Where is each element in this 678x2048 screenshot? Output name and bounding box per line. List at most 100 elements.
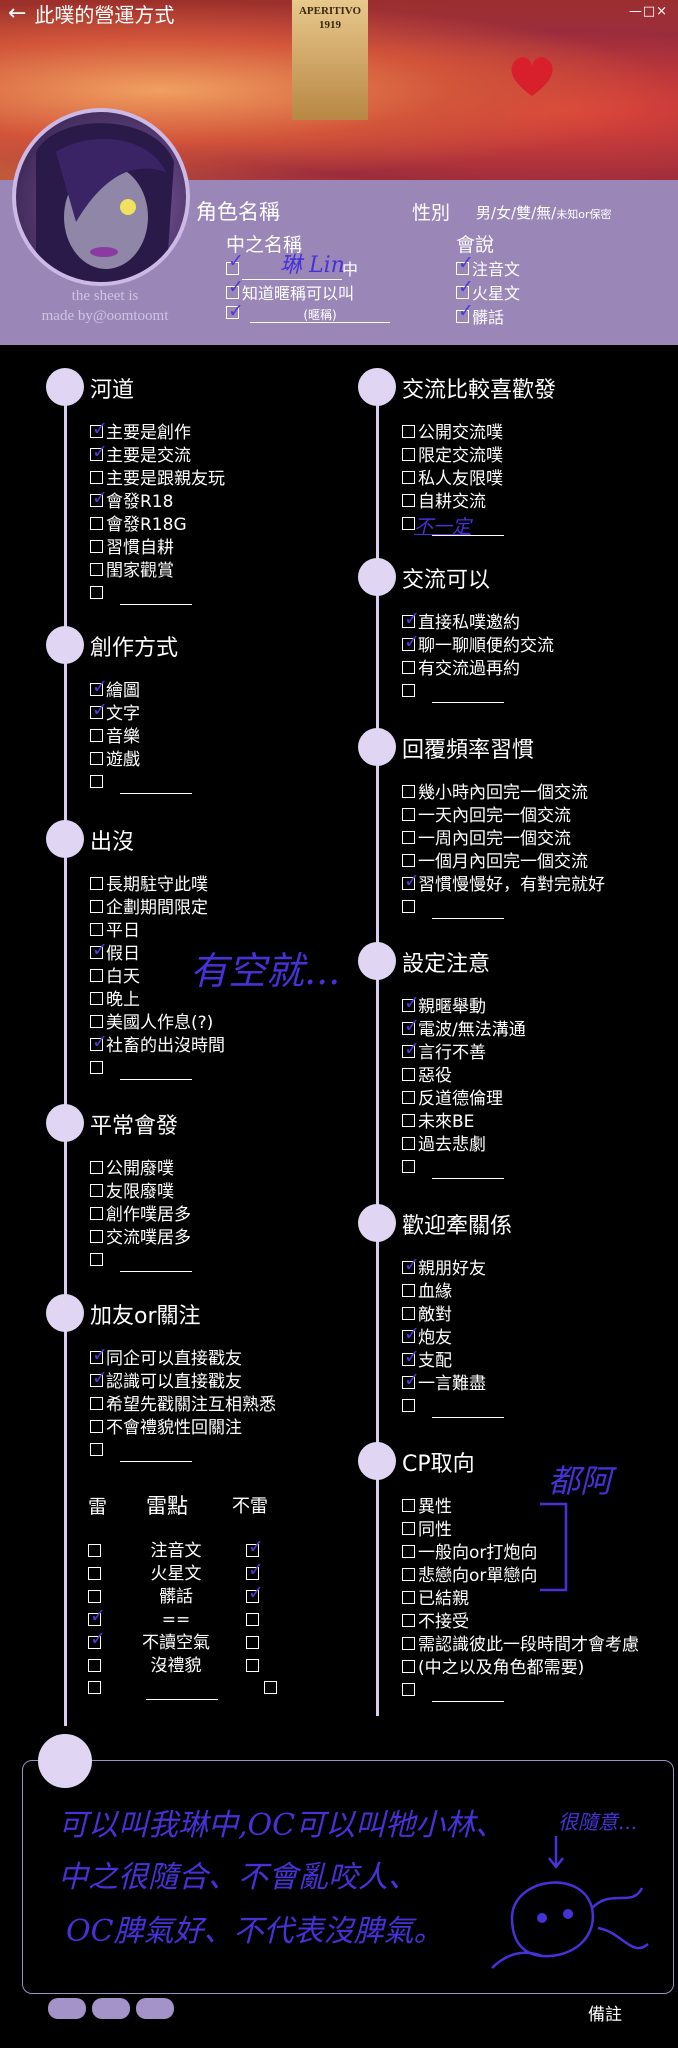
checkbox[interactable] — [90, 1060, 103, 1074]
checkbox[interactable] — [90, 1442, 103, 1456]
checklist-blank-item[interactable] — [402, 681, 504, 703]
blank-line[interactable] — [432, 521, 504, 536]
checklist-item[interactable]: 一周內回完一個交流 — [402, 828, 571, 850]
checkbox[interactable] — [402, 1521, 415, 1535]
checklist-item[interactable]: 會發R18 — [90, 491, 173, 513]
checkbox[interactable] — [402, 1567, 415, 1581]
checklist-item[interactable]: 親暱舉動 — [402, 996, 486, 1018]
blank-line[interactable] — [432, 1164, 504, 1179]
checkbox[interactable] — [402, 1067, 415, 1081]
checklist-item[interactable]: 幾小時內回完一個交流 — [402, 782, 588, 804]
checkbox[interactable] — [90, 751, 103, 765]
checkbox[interactable] — [90, 1160, 103, 1174]
checkbox[interactable] — [90, 1252, 103, 1266]
checklist-item[interactable]: 不接受 — [402, 1611, 469, 1633]
checklist-item[interactable]: 聊一聊順便約交流 — [402, 635, 554, 657]
checklist-item[interactable]: 晚上 — [90, 989, 140, 1011]
checkbox[interactable] — [402, 1021, 415, 1035]
checklist-item[interactable]: 直接私噗邀約 — [402, 612, 520, 634]
checklist-item[interactable]: 習慣自耕 — [90, 537, 174, 559]
checkbox[interactable] — [402, 470, 415, 484]
checkbox[interactable] — [90, 1396, 103, 1410]
checklist-item[interactable]: 創作噗居多 — [90, 1204, 191, 1226]
checkbox[interactable] — [90, 945, 103, 959]
checklist-item[interactable]: 主要是創作 — [90, 422, 191, 444]
checkbox[interactable] — [402, 424, 415, 438]
checkbox[interactable] — [90, 1014, 103, 1028]
checkbox[interactable] — [90, 1229, 103, 1243]
checkbox[interactable] — [402, 614, 415, 628]
checkbox[interactable] — [402, 998, 415, 1012]
mine-checkbox-left[interactable] — [88, 1567, 101, 1580]
mine-checkbox-left[interactable] — [88, 1636, 101, 1649]
checkbox[interactable] — [90, 1183, 103, 1197]
mine-checkbox-right[interactable] — [246, 1567, 259, 1580]
checkbox[interactable] — [90, 899, 103, 913]
mine-checkbox-right[interactable] — [246, 1636, 259, 1649]
checklist-item[interactable]: 會發R18G — [90, 514, 187, 536]
checkbox[interactable] — [90, 424, 103, 438]
checkbox[interactable] — [402, 1352, 415, 1366]
checklist-item[interactable]: 長期駐守此噗 — [90, 874, 208, 896]
checkbox[interactable] — [402, 1544, 415, 1558]
checkbox[interactable] — [402, 1398, 415, 1412]
checkbox[interactable] — [402, 1682, 415, 1696]
checkbox[interactable] — [90, 1373, 103, 1387]
checklist-item[interactable]: 炮友 — [402, 1327, 452, 1349]
checkbox[interactable] — [90, 1419, 103, 1433]
blank-line[interactable] — [432, 1687, 504, 1702]
checkbox[interactable] — [402, 830, 415, 844]
checklist-item[interactable]: 同企可以直接戳友 — [90, 1348, 242, 1370]
mine-checkbox-left[interactable] — [88, 1544, 101, 1557]
checklist-blank-item[interactable] — [90, 1058, 192, 1080]
checkbox[interactable] — [90, 1350, 103, 1364]
checkbox[interactable] — [402, 899, 415, 913]
mine-checkbox-left[interactable] — [88, 1613, 101, 1626]
checklist-item[interactable]: 同性 — [402, 1519, 452, 1541]
blank-line[interactable] — [120, 779, 192, 794]
blank-line[interactable] — [432, 1403, 504, 1418]
checklist-item[interactable]: 認識可以直接戳友 — [90, 1371, 242, 1393]
blank-line[interactable] — [432, 688, 504, 703]
speaks-option-1[interactable]: 注音文 — [456, 256, 520, 280]
blank-line[interactable] — [146, 1685, 218, 1700]
checkbox[interactable] — [90, 876, 103, 890]
checklist-item[interactable]: 血緣 — [402, 1281, 452, 1303]
checkbox[interactable] — [402, 853, 415, 867]
checklist-blank-item[interactable] — [402, 897, 504, 919]
mine-checkbox-right[interactable] — [246, 1659, 259, 1672]
checklist-item[interactable]: 公開廢噗 — [90, 1158, 174, 1180]
checklist-item[interactable]: 私人友限噗 — [402, 468, 503, 490]
back-arrow-icon[interactable]: ← — [8, 0, 27, 26]
checklist-item[interactable]: 音樂 — [90, 726, 140, 748]
checkbox[interactable] — [402, 1636, 415, 1650]
speaks-option-2[interactable]: 火星文 — [456, 280, 520, 304]
checklist-item[interactable]: 友限廢噗 — [90, 1181, 174, 1203]
checklist-item[interactable]: 已結親 — [402, 1588, 469, 1610]
checkbox[interactable] — [226, 306, 239, 319]
checklist-blank-item[interactable] — [402, 1680, 504, 1702]
checkbox[interactable] — [456, 286, 469, 299]
blank-line[interactable] — [120, 1065, 192, 1080]
checklist-item[interactable]: 文字 — [90, 703, 140, 725]
checklist-blank-item[interactable] — [90, 1440, 192, 1462]
blank-line[interactable] — [120, 1447, 192, 1462]
checkbox[interactable] — [90, 562, 103, 576]
checkbox[interactable] — [402, 807, 415, 821]
checkbox[interactable] — [90, 493, 103, 507]
checkbox[interactable] — [402, 1159, 415, 1173]
checklist-item[interactable]: 敵對 — [402, 1304, 452, 1326]
checklist-item[interactable]: 主要是跟親友玩 — [90, 468, 225, 490]
mines-blank-row[interactable] — [88, 1678, 280, 1700]
checklist-blank-item[interactable] — [402, 1396, 504, 1418]
checkbox[interactable] — [226, 262, 239, 275]
checklist-item[interactable]: 一般向or打炮向 — [402, 1542, 537, 1564]
checklist-item[interactable]: 遊戲 — [90, 749, 140, 771]
checkbox[interactable] — [90, 1206, 103, 1220]
checkbox[interactable] — [402, 1306, 415, 1320]
checkbox[interactable] — [402, 784, 415, 798]
checklist-item[interactable]: 社畜的出沒時間 — [90, 1035, 225, 1057]
checklist-item[interactable]: 一言難盡 — [402, 1373, 486, 1395]
blank-line[interactable] — [432, 904, 504, 919]
checklist-item[interactable]: 親朋好友 — [402, 1258, 486, 1280]
